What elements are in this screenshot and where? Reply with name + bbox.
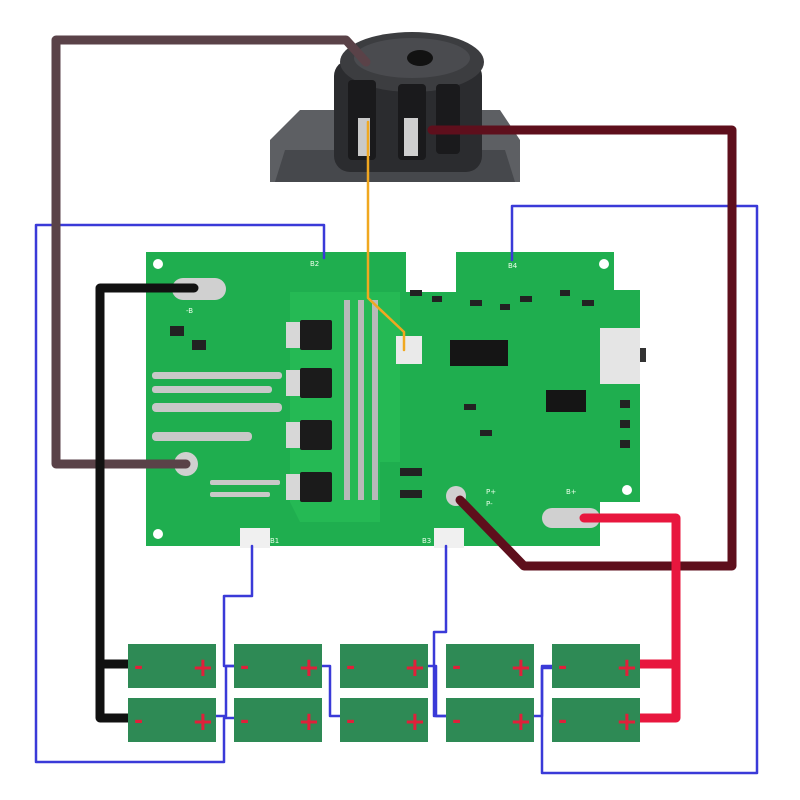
label-p-minus: P- [486,500,493,508]
battery-cell-icon: -+ [340,698,428,742]
label-b-plus: B+ [566,488,577,496]
battery-cells: -+-+-+-+-+-+-+-+-+-+ [128,644,640,742]
battery-cell-icon: -+ [446,644,534,688]
cell-negative-sign: - [346,655,355,680]
cell-positive-sign: + [192,707,214,737]
blue-link-34 [424,664,448,718]
cell-positive-sign: + [616,707,638,737]
cell-body [340,644,428,688]
cell-body [552,644,640,688]
battery-cell-icon: -+ [552,698,640,742]
cell-body [234,644,322,688]
cell-negative-sign: - [240,655,249,680]
label-b2: B2 [310,260,319,268]
battery-cell-icon: -+ [128,698,216,742]
cell-negative-sign: - [240,709,249,734]
cell-negative-sign: - [558,655,567,680]
cell-positive-sign: + [404,653,426,683]
label-b-minus: -B [186,307,193,315]
wires [34,35,759,775]
cell-negative-sign: - [558,709,567,734]
blue-link-12 [214,664,238,718]
cell-positive-sign: + [404,707,426,737]
battery-cell-icon: -+ [128,644,216,688]
cell-positive-sign: + [616,653,638,683]
pcb-board-icon: -B B2 B4 B+ P+ P- B1 B3 [146,252,646,548]
battery-cell-icon: -+ [340,644,428,688]
label-b3: B3 [422,537,431,545]
b-plus-wire-red [579,513,681,723]
cell-negative-sign: - [452,709,461,734]
cell-body [128,644,216,688]
cell-body [340,698,428,742]
cell-body [234,698,322,742]
cell-negative-sign: - [134,709,143,734]
label-p-plus: P+ [486,488,496,496]
cell-negative-sign: - [134,655,143,680]
blue-link-23 [320,664,342,718]
balance-wires-blue [34,204,759,775]
battery-cell-icon: -+ [552,644,640,688]
cell-negative-sign: - [346,709,355,734]
cell-negative-sign: - [452,655,461,680]
thermistor-wire-orange [366,120,406,352]
battery-cell-icon: -+ [446,698,534,742]
battery-terminal-connector-icon [270,32,520,182]
cell-positive-sign: + [510,707,532,737]
battery-cell-icon: -+ [234,644,322,688]
cell-positive-sign: + [298,653,320,683]
label-b4: B4 [508,262,518,270]
blue-wire-b2-outer [34,223,326,764]
cell-body [552,698,640,742]
label-b1: B1 [270,537,279,545]
cell-positive-sign: + [298,707,320,737]
blue-link-45 [530,664,556,718]
cell-positive-sign: + [192,653,214,683]
cell-body [446,698,534,742]
battery-cell-icon: -+ [234,698,322,742]
cell-positive-sign: + [510,653,532,683]
p-plus-wire-maroon [427,125,737,571]
cell-body [128,698,216,742]
b-minus-wire-black [95,283,199,723]
cell-body [446,644,534,688]
